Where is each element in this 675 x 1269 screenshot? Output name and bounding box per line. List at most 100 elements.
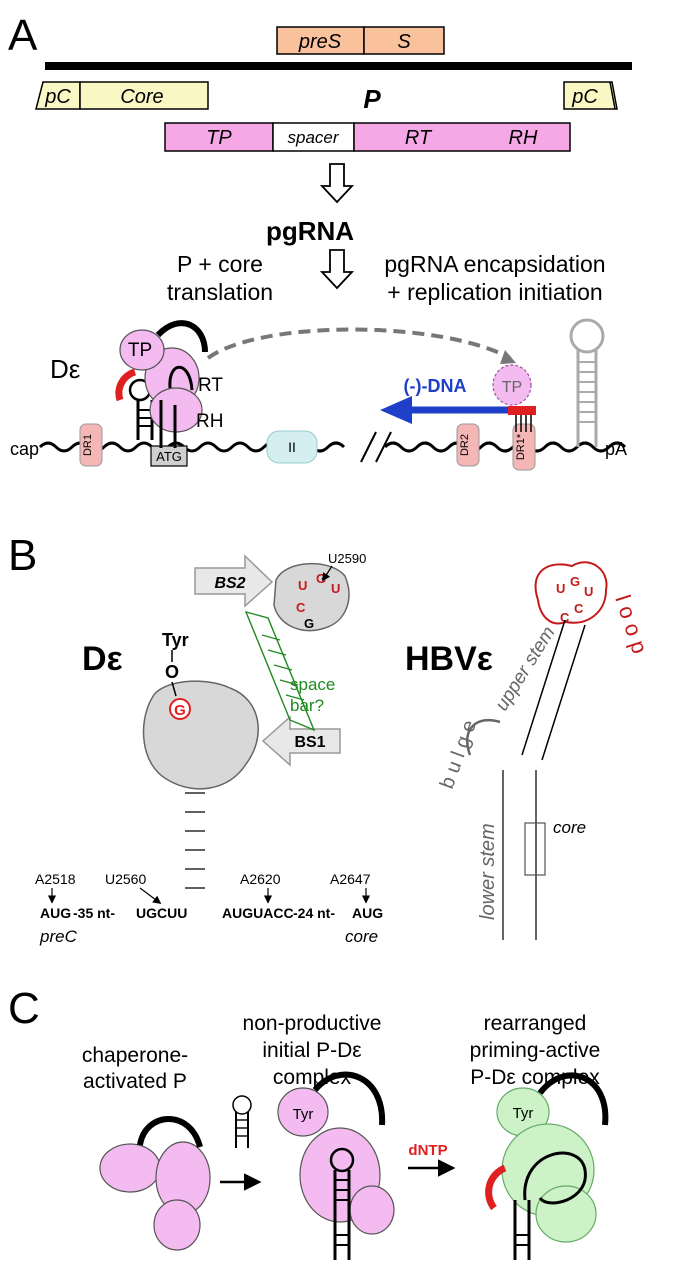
tp-ellipse (119, 329, 165, 371)
translation-line1: P + core (177, 251, 263, 277)
dr1star-box (512, 423, 536, 471)
red-primer-mark (115, 368, 137, 402)
a2647-label: A2647 (330, 871, 371, 887)
pres-box (276, 26, 365, 55)
space-bar-box (244, 610, 316, 732)
atg-box (150, 445, 188, 467)
lower-stem-label: lower stem (477, 823, 499, 920)
bs1-arrow (261, 715, 341, 767)
encapsidation-line2: + replication initiation (387, 279, 602, 305)
stage3-line2: priming-active (470, 1039, 601, 1062)
core-label-b: core (345, 927, 378, 946)
core-label: Core (120, 86, 163, 108)
stage2-line3: complex (273, 1066, 352, 1089)
dr1star-label: DR1* (515, 433, 527, 460)
tp-label-2: TP (502, 379, 522, 396)
stage2-initial-complex: Tyr (277, 1071, 395, 1260)
hbv-title: HBVε (405, 640, 493, 678)
seq-auguacc: AUGUACC (222, 905, 294, 921)
hollow-down-arrow-1 (319, 163, 355, 204)
de-label-a: Dε (50, 354, 81, 384)
dr2-box (456, 423, 480, 467)
loop-base-3: U (331, 581, 340, 596)
pgrna-cartoon: cap pA DR1 DR2 DR1* ATG II TP RT RH Dε (10, 318, 627, 471)
atg-label: ATG (156, 449, 182, 464)
pc-label-left: pC (44, 86, 71, 108)
a2518-label: A2518 (35, 871, 76, 887)
space-label-1: space (290, 675, 335, 694)
break-mark-1 (360, 431, 377, 463)
de-structure: Dε BS2 BS1 U G U C G U2590 space bar? Ty… (35, 551, 383, 946)
tp-ellipse-2 (492, 364, 532, 406)
pc-box-right (563, 81, 618, 110)
stage3-line1: rearranged (484, 1012, 587, 1035)
panel-label-c: C (8, 984, 40, 1033)
stage1-line2: activated P (83, 1070, 187, 1093)
prec-label: preC (39, 927, 78, 946)
hbv-loop-base-5: C (560, 610, 570, 625)
loop-base-1: U (298, 578, 307, 593)
s-label: S (397, 31, 411, 53)
bs2-arrow (194, 554, 274, 608)
bulge-outline (465, 718, 501, 756)
dr1-box (79, 423, 103, 467)
stage3-priming-complex: Tyr (485, 1072, 609, 1260)
seq-24nt: -24 nt- (293, 905, 335, 921)
hbv-loop-base-3: U (584, 584, 593, 599)
de-rna-small (232, 1095, 252, 1148)
rt-rh-box (353, 122, 571, 152)
genome-map: preS S pC Core pC P TP spacer RT RH (35, 26, 632, 152)
hbv-core-label: core (553, 818, 586, 837)
bulge-label: b u l g e (436, 717, 481, 791)
ii-box (266, 430, 318, 464)
stage1-free-p (99, 1116, 211, 1251)
red-primer-c (485, 1164, 507, 1211)
dr1-label: DR1 (82, 434, 94, 456)
pres-label: preS (298, 31, 342, 53)
lower-loop-blob (142, 680, 259, 790)
grey-stem-loop (569, 318, 605, 447)
de-stem-pairs (185, 792, 205, 889)
pa-label: pA (605, 439, 627, 459)
u2560-label: U2560 (105, 871, 146, 887)
spacer-box (272, 122, 355, 152)
red-primer-segment (508, 406, 536, 415)
dashed-translocation-arc (206, 327, 511, 360)
translation-line2: translation (167, 279, 273, 305)
pc-label-right: pC (571, 86, 598, 108)
minus-dna-arrowhead (380, 396, 412, 424)
tyr-label: Tyr (162, 630, 189, 650)
ii-label: II (288, 439, 296, 455)
stage2-line2: initial P-Dε (262, 1039, 361, 1062)
spacer-label: spacer (287, 128, 339, 147)
hbv-loop-base-1: U (556, 581, 565, 596)
seq-aug-1: AUG (40, 905, 71, 921)
stage3-line3: P-Dε complex (470, 1066, 600, 1089)
cap-label: cap (10, 439, 39, 459)
hbv-loop-label: l o o p (610, 592, 652, 657)
rt-label: RT (405, 127, 433, 149)
a2620-label: A2620 (240, 871, 281, 887)
panel-label-a: A (8, 11, 38, 60)
rna-strand-right (383, 441, 627, 453)
space-label-2: bar? (290, 696, 324, 715)
hbv-epsilon-structure: HBVε U G U C C l o o p upper stem b u l … (405, 561, 653, 940)
tp-label: TP (206, 127, 232, 149)
u2590-label: U2590 (328, 551, 366, 566)
dntp-label: dNTP (408, 1142, 447, 1159)
minus-dna-label: (-)-DNA (404, 376, 467, 396)
stage2-line1: non-productive (243, 1012, 382, 1035)
spacer-linker (155, 320, 208, 353)
seq-ugcuu: UGCUU (136, 905, 187, 921)
hbv-loop-base-2: G (570, 574, 580, 589)
rt-protein-label: RT (198, 375, 223, 396)
pgrna-label: pgRNA (266, 216, 354, 246)
dr2-label: DR2 (459, 434, 471, 456)
encapsidation-line1: pgRNA encapsidation (384, 251, 605, 277)
o-label: O (165, 662, 179, 682)
tp-protein-label: TP (128, 340, 152, 361)
core-box (79, 81, 209, 110)
bs1-label: BS1 (294, 734, 325, 751)
space-bar-pairs (261, 634, 305, 701)
